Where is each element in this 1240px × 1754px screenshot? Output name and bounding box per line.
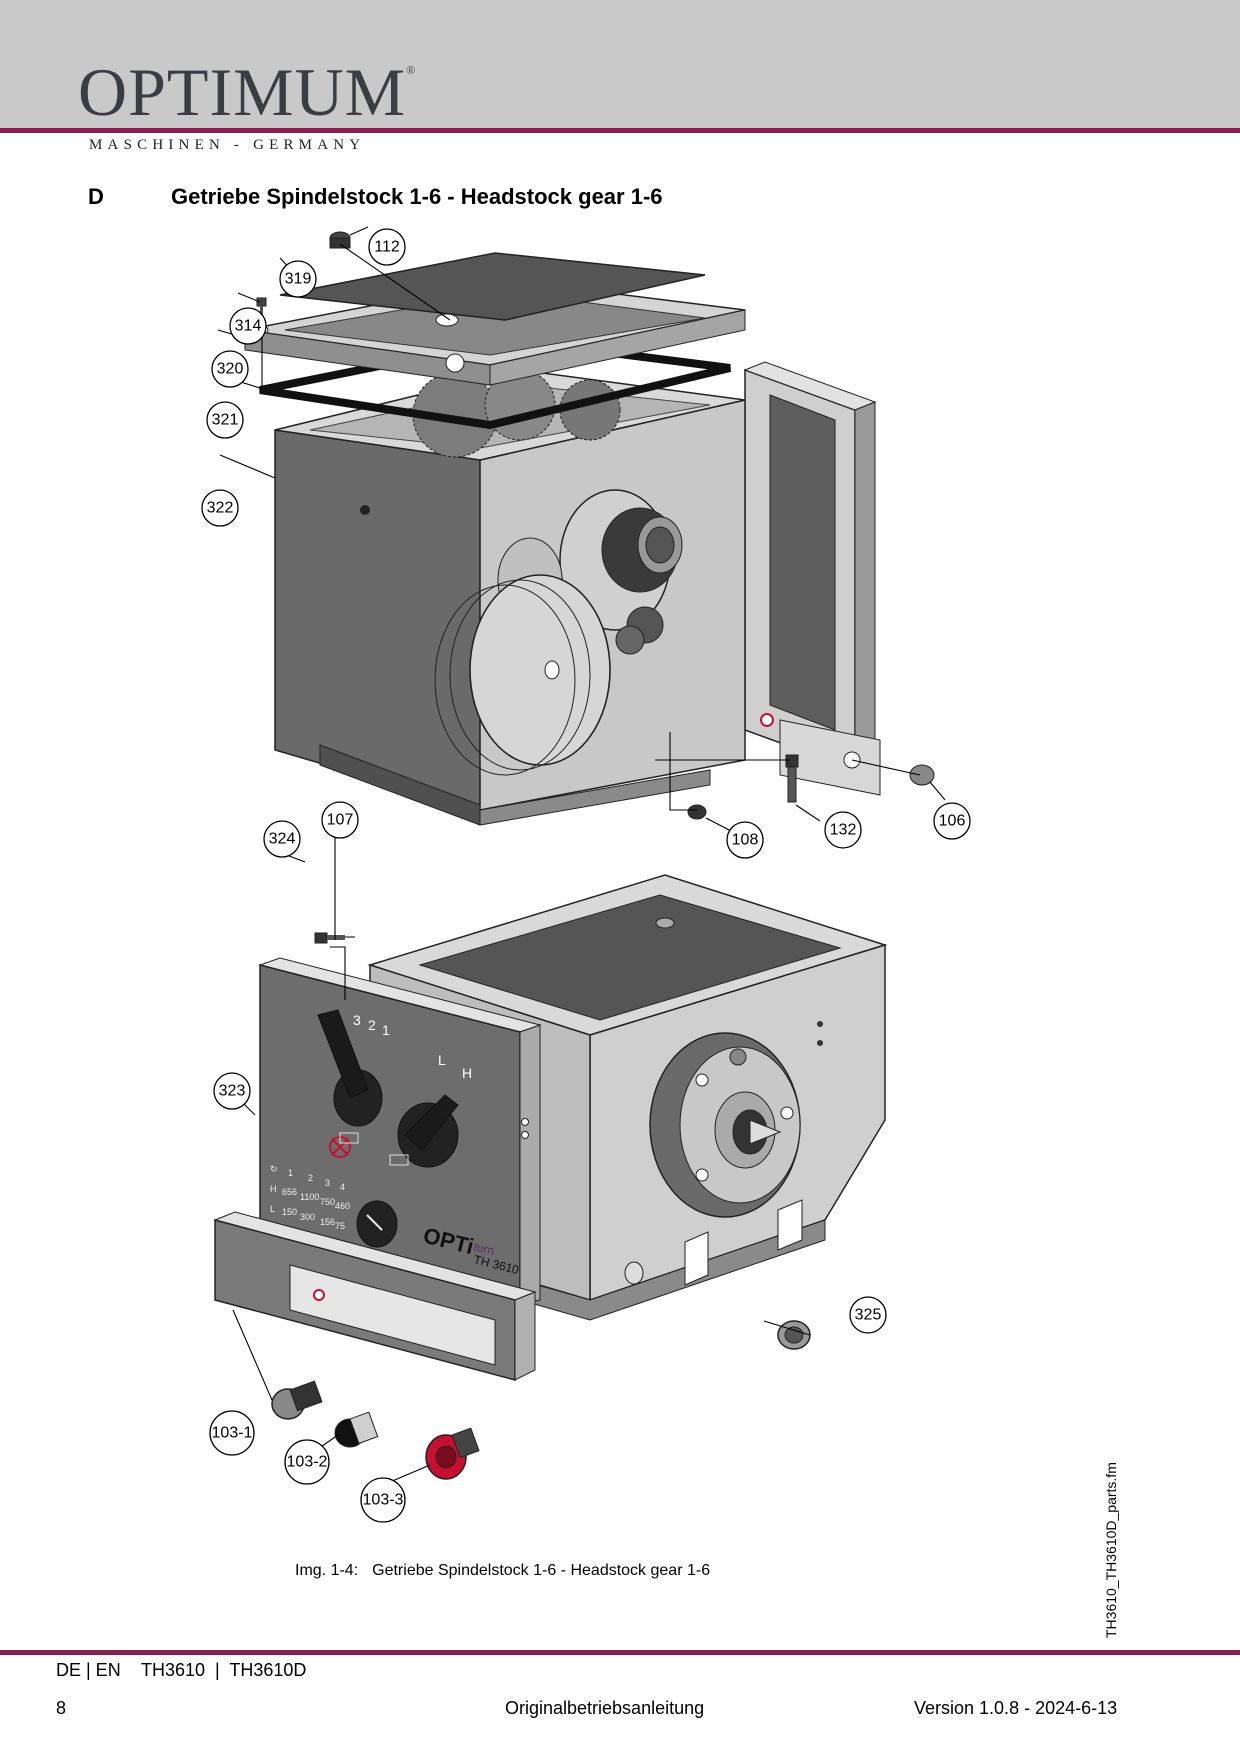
- svg-text:103-3: 103-3: [363, 1492, 404, 1509]
- callout-103-3: 103-3: [360, 1477, 406, 1523]
- speed-table-header: 3: [325, 1178, 330, 1188]
- speed-symbol-icon: [339, 1132, 359, 1144]
- callout-320: 320: [211, 350, 249, 388]
- callout-108: 108: [726, 821, 764, 859]
- svg-text:325: 325: [855, 1307, 882, 1324]
- header-rule: [0, 128, 1240, 133]
- speed-table-cell: 750: [320, 1197, 335, 1207]
- speed-table-cell: H: [270, 1184, 277, 1194]
- callout-103-1: 103-1: [209, 1410, 255, 1456]
- exploded-view-figure: 112 319 314 320 321 322 108 132 106 3: [201, 226, 971, 1523]
- range-mark-h: H: [462, 1065, 472, 1081]
- callout-324: 324: [263, 820, 301, 858]
- speed-table-cell: 656: [282, 1187, 297, 1197]
- speed-table-cell: 150: [282, 1207, 297, 1217]
- panel-brand-sub: turn: [472, 1239, 495, 1258]
- svg-text:314: 314: [235, 318, 262, 335]
- callout-322: 322: [201, 489, 239, 527]
- svg-text:106: 106: [939, 813, 966, 830]
- svg-text:321: 321: [212, 412, 239, 429]
- caption-label: Img. 1-4:: [295, 1562, 359, 1579]
- svg-text:322: 322: [207, 500, 234, 517]
- gear-mark-1: 1: [382, 1022, 390, 1038]
- svg-text:107: 107: [327, 812, 354, 829]
- footer-rule: [0, 1650, 1240, 1655]
- svg-text:319: 319: [285, 271, 312, 288]
- top-headstock-assembly: [244, 231, 935, 826]
- callout-319: 319: [279, 260, 317, 298]
- callout-112: 112: [368, 228, 406, 266]
- speed-table-header: ↻: [270, 1164, 278, 1174]
- svg-text:103-2: 103-2: [287, 1454, 328, 1471]
- svg-text:320: 320: [217, 361, 244, 378]
- speed-symbol-icon: [389, 1154, 409, 1166]
- speed-table-header: 2: [308, 1173, 313, 1183]
- speed-table-cell: 75: [335, 1221, 345, 1231]
- part-103-1: [271, 1380, 323, 1420]
- svg-text:108: 108: [732, 832, 759, 849]
- section-letter: D: [88, 184, 104, 209]
- callout-103-2: 103-2: [284, 1439, 330, 1485]
- speed-table-header: 1: [288, 1168, 293, 1178]
- logo-text: OPTIMUM: [78, 54, 407, 130]
- callout-321: 321: [206, 401, 244, 439]
- svg-text:103-1: 103-1: [212, 1425, 253, 1442]
- footer-version: Version 1.0.8 - 2024-6-13: [914, 1698, 1118, 1718]
- svg-text:323: 323: [219, 1083, 246, 1100]
- footer-page-number: 8: [56, 1698, 67, 1718]
- speed-table-header: 4: [340, 1182, 345, 1192]
- svg-text:324: 324: [269, 831, 296, 848]
- speed-table: ↻ 1 2 3 4 H 656 1100 750 460 L 150 300 1…: [270, 1164, 350, 1231]
- callout-132: 132: [824, 811, 862, 849]
- speed-table-cell: L: [270, 1204, 275, 1214]
- header-band: [0, 0, 1240, 128]
- callout-323: 323: [213, 1072, 251, 1110]
- optimum-logo: OPTIMUM®: [78, 58, 416, 126]
- section-title: Getriebe Spindelstock 1-6 - Headstock ge…: [171, 184, 663, 209]
- callout-106: 106: [933, 802, 971, 840]
- gear-mark-3: 3: [353, 1012, 361, 1028]
- range-mark-l: L: [438, 1052, 446, 1068]
- figure-caption: Img. 1-4: Getriebe Spindelstock 1-6 - Hea…: [295, 1562, 710, 1580]
- callout-314: 314: [229, 307, 267, 345]
- part-103-3: [425, 1427, 480, 1480]
- speed-table-cell: 300: [300, 1212, 315, 1222]
- logo-tagline: MASCHINEN - GERMANY: [89, 137, 366, 153]
- speed-table-cell: 1100: [300, 1192, 319, 1202]
- footer-models: TH3610 | TH3610D: [141, 1660, 307, 1680]
- side-filename: TH3610_TH3610D_parts.fm: [1103, 1462, 1119, 1638]
- footer-document-type: Originalbetriebsanleitung: [505, 1698, 705, 1718]
- footer-language: DE | EN: [56, 1660, 121, 1680]
- registered-mark: ®: [406, 63, 417, 77]
- svg-text:132: 132: [830, 822, 857, 839]
- svg-text:112: 112: [374, 239, 400, 256]
- caption-text: Getriebe Spindelstock 1-6 - Headstock ge…: [372, 1562, 711, 1579]
- gear-mark-2: 2: [368, 1017, 376, 1033]
- speed-table-cell: 156: [320, 1217, 335, 1227]
- bottom-headstock-assembly: 3 2 1 L H ↻ 1 2 3 4 H 656 1100 750 460: [213, 874, 888, 1480]
- part-103-2: [334, 1411, 379, 1448]
- speed-table-cell: 460: [335, 1201, 350, 1211]
- callout-325: 325: [849, 1296, 887, 1334]
- callout-107: 107: [321, 801, 359, 839]
